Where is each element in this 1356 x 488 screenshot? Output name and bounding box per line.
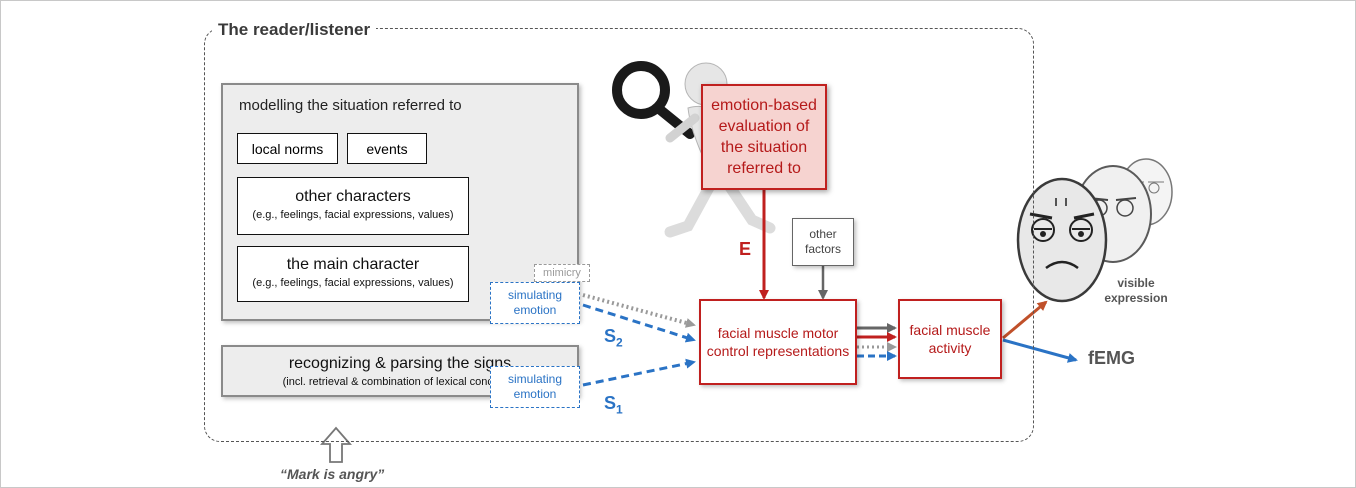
local-norms-box: local norms	[237, 133, 338, 164]
visible-expression-label: visible expression	[1104, 276, 1168, 305]
reader-listener-outline	[204, 28, 1034, 442]
other-characters-box: other characters (e.g., feelings, facial…	[237, 177, 469, 235]
events-box: events	[347, 133, 427, 164]
situation-model-heading: modelling the situation referred to	[239, 97, 462, 114]
main-character-detail: (e.g., feelings, facial expressions, val…	[252, 277, 454, 289]
input-arrow-icon	[320, 426, 352, 463]
reader-listener-title: The reader/listener	[212, 20, 377, 40]
situation-model-panel: modelling the situation referred to loca…	[221, 83, 579, 321]
s1-label: S1	[604, 393, 623, 417]
femg-label: fEMG	[1088, 348, 1135, 368]
other-characters-detail: (e.g., feelings, facial expressions, val…	[252, 209, 454, 221]
angry-face-icon	[1016, 177, 1108, 303]
input-quote: “Mark is angry”	[280, 466, 385, 482]
recognizing-signs-detail: (incl. retrieval & combination of lexica…	[282, 376, 518, 388]
other-factors-box: other factors	[792, 218, 854, 266]
emotion-evaluation-box: emotion-based evaluation of the situatio…	[701, 84, 827, 190]
simulating-emotion-lower-box: simulating emotion	[490, 366, 580, 408]
simulating-emotion-upper-box: simulating emotion	[490, 282, 580, 324]
motor-control-box: facial muscle motor control representati…	[699, 299, 857, 385]
recognizing-signs-panel: recognizing & parsing the signs (incl. r…	[221, 345, 579, 397]
s2-label: S2	[604, 326, 623, 350]
mimicry-box: mimicry	[534, 264, 590, 282]
e-label: E	[739, 239, 752, 259]
main-character-box: the main character (e.g., feelings, faci…	[237, 246, 469, 302]
other-characters-label: other characters	[295, 188, 411, 205]
recognizing-signs-title: recognizing & parsing the signs	[288, 355, 512, 372]
muscle-activity-box: facial muscle activity	[898, 299, 1002, 379]
main-character-label: the main character	[286, 256, 420, 273]
